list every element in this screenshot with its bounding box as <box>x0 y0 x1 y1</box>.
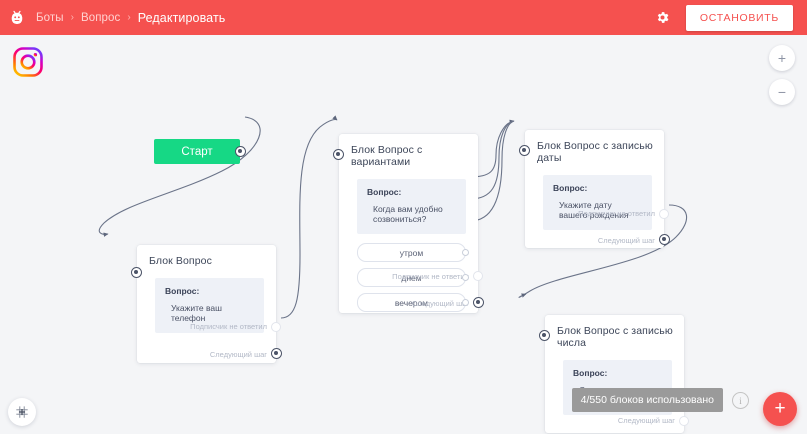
option-label: утром <box>399 247 424 258</box>
plus-icon: + <box>774 397 786 419</box>
block-title: Блок Вопрос <box>149 255 212 267</box>
no-answer-label: Подписчик не ответил <box>190 322 267 331</box>
next-step-port-row: Следующий шаг <box>525 236 664 245</box>
next-step-label: Следующий шаг <box>597 236 655 245</box>
no-answer-port[interactable] <box>473 271 483 281</box>
option-label: вечером <box>394 297 429 308</box>
start-node-label: Старт <box>181 145 213 158</box>
zoom-out-button[interactable]: − <box>769 79 795 105</box>
next-step-label: Следующий шаг <box>617 416 675 425</box>
info-icon[interactable]: i <box>732 392 749 409</box>
minus-icon: − <box>777 83 787 100</box>
bot-icon <box>8 9 26 27</box>
breadcrumb-item-bots[interactable]: Боты <box>36 11 64 24</box>
next-step-port[interactable] <box>473 297 484 308</box>
question-box: Вопрос: Укажите дату вашего рождения <box>543 175 652 230</box>
block-question-date[interactable]: Блок Вопрос с записью даты Вопрос: Укажи… <box>519 130 670 248</box>
no-answer-port-row: Подписчик не ответил <box>339 272 478 281</box>
zoom-in-button[interactable]: + <box>769 45 795 71</box>
next-step-port-row: Следующий шаг <box>137 350 276 359</box>
next-step-port-row: Следующий шаг <box>545 416 684 425</box>
grid-fit-icon <box>16 406 28 418</box>
breadcrumb-item-edit: Редактировать <box>137 10 226 25</box>
options-list: утром днем вечером <box>357 243 469 312</box>
question-label: Вопрос: <box>553 183 588 193</box>
option-item[interactable]: утром <box>357 243 469 262</box>
instagram-icon <box>12 46 44 78</box>
no-answer-port[interactable] <box>271 322 281 332</box>
breadcrumb-item-question[interactable]: Вопрос <box>80 11 121 24</box>
breadcrumb: Боты › Вопрос › Редактировать <box>36 11 652 25</box>
breadcrumb-separator-icon: › <box>70 11 74 23</box>
gear-icon[interactable] <box>652 7 674 29</box>
option-output-port[interactable] <box>462 274 469 281</box>
breadcrumb-separator-icon: › <box>127 11 131 23</box>
app-header: Боты › Вопрос › Редактировать ОСТАНОВИТЬ <box>0 0 807 35</box>
start-node[interactable]: Старт <box>154 139 246 164</box>
next-step-label: Следующий шаг <box>411 299 469 308</box>
plus-icon: + <box>777 49 787 66</box>
block-input-port[interactable] <box>333 149 344 160</box>
question-box: Вопрос: Когда вам удобно созвониться? <box>357 179 466 234</box>
block-question-phone[interactable]: Блок Вопрос Вопрос: Укажите ваш телефон … <box>131 245 282 363</box>
block-input-port[interactable] <box>539 330 550 341</box>
block-question-number[interactable]: Блок Вопрос с записью числа Вопрос: Скол… <box>539 315 689 433</box>
block-title: Блок Вопрос с записью числа <box>557 325 673 349</box>
block-question-with-variants[interactable]: Блок Вопрос с вариантами Вопрос: Когда в… <box>333 134 484 313</box>
next-step-port-row: Следующий шаг <box>339 299 478 308</box>
fit-view-button[interactable] <box>8 398 36 426</box>
next-step-port[interactable] <box>659 234 670 245</box>
no-answer-label: Подписчик не ответил <box>392 272 469 281</box>
flow-canvas[interactable]: Старт Блок Вопрос Вопрос: Укажите ваш те… <box>0 35 807 434</box>
option-item[interactable]: днем <box>357 268 469 287</box>
block-input-port[interactable] <box>131 267 142 278</box>
option-output-port[interactable] <box>462 299 469 306</box>
block-title: Блок Вопрос с вариантами <box>351 144 423 168</box>
option-item[interactable]: вечером <box>357 293 469 312</box>
start-node-output-port[interactable] <box>235 146 246 157</box>
no-answer-port-row: Подписчик не ответил <box>137 322 276 331</box>
question-box: Вопрос: Укажите ваш телефон <box>155 278 264 333</box>
block-input-port[interactable] <box>519 145 530 156</box>
no-answer-port[interactable] <box>659 209 669 219</box>
question-label: Вопрос: <box>165 286 200 296</box>
blocks-counter-chip: 4/550 блоков использовано <box>571 388 723 412</box>
no-answer-port-row: Подписчик не ответил <box>525 209 664 218</box>
question-text: Укажите ваш телефон <box>171 303 222 323</box>
next-step-label: Следующий шаг <box>209 350 267 359</box>
block-title: Блок Вопрос с записью даты <box>537 140 653 164</box>
question-label: Вопрос: <box>367 187 402 197</box>
question-text: Когда вам удобно созвониться? <box>373 204 443 224</box>
stop-button[interactable]: ОСТАНОВИТЬ <box>685 4 793 31</box>
no-answer-label: Подписчик не ответил <box>578 209 655 218</box>
next-step-port[interactable] <box>271 348 282 359</box>
option-label: днем <box>401 272 422 283</box>
question-label: Вопрос: <box>573 368 608 378</box>
option-output-port[interactable] <box>462 249 469 256</box>
add-block-button[interactable]: + <box>763 392 797 426</box>
next-step-port[interactable] <box>679 416 689 426</box>
